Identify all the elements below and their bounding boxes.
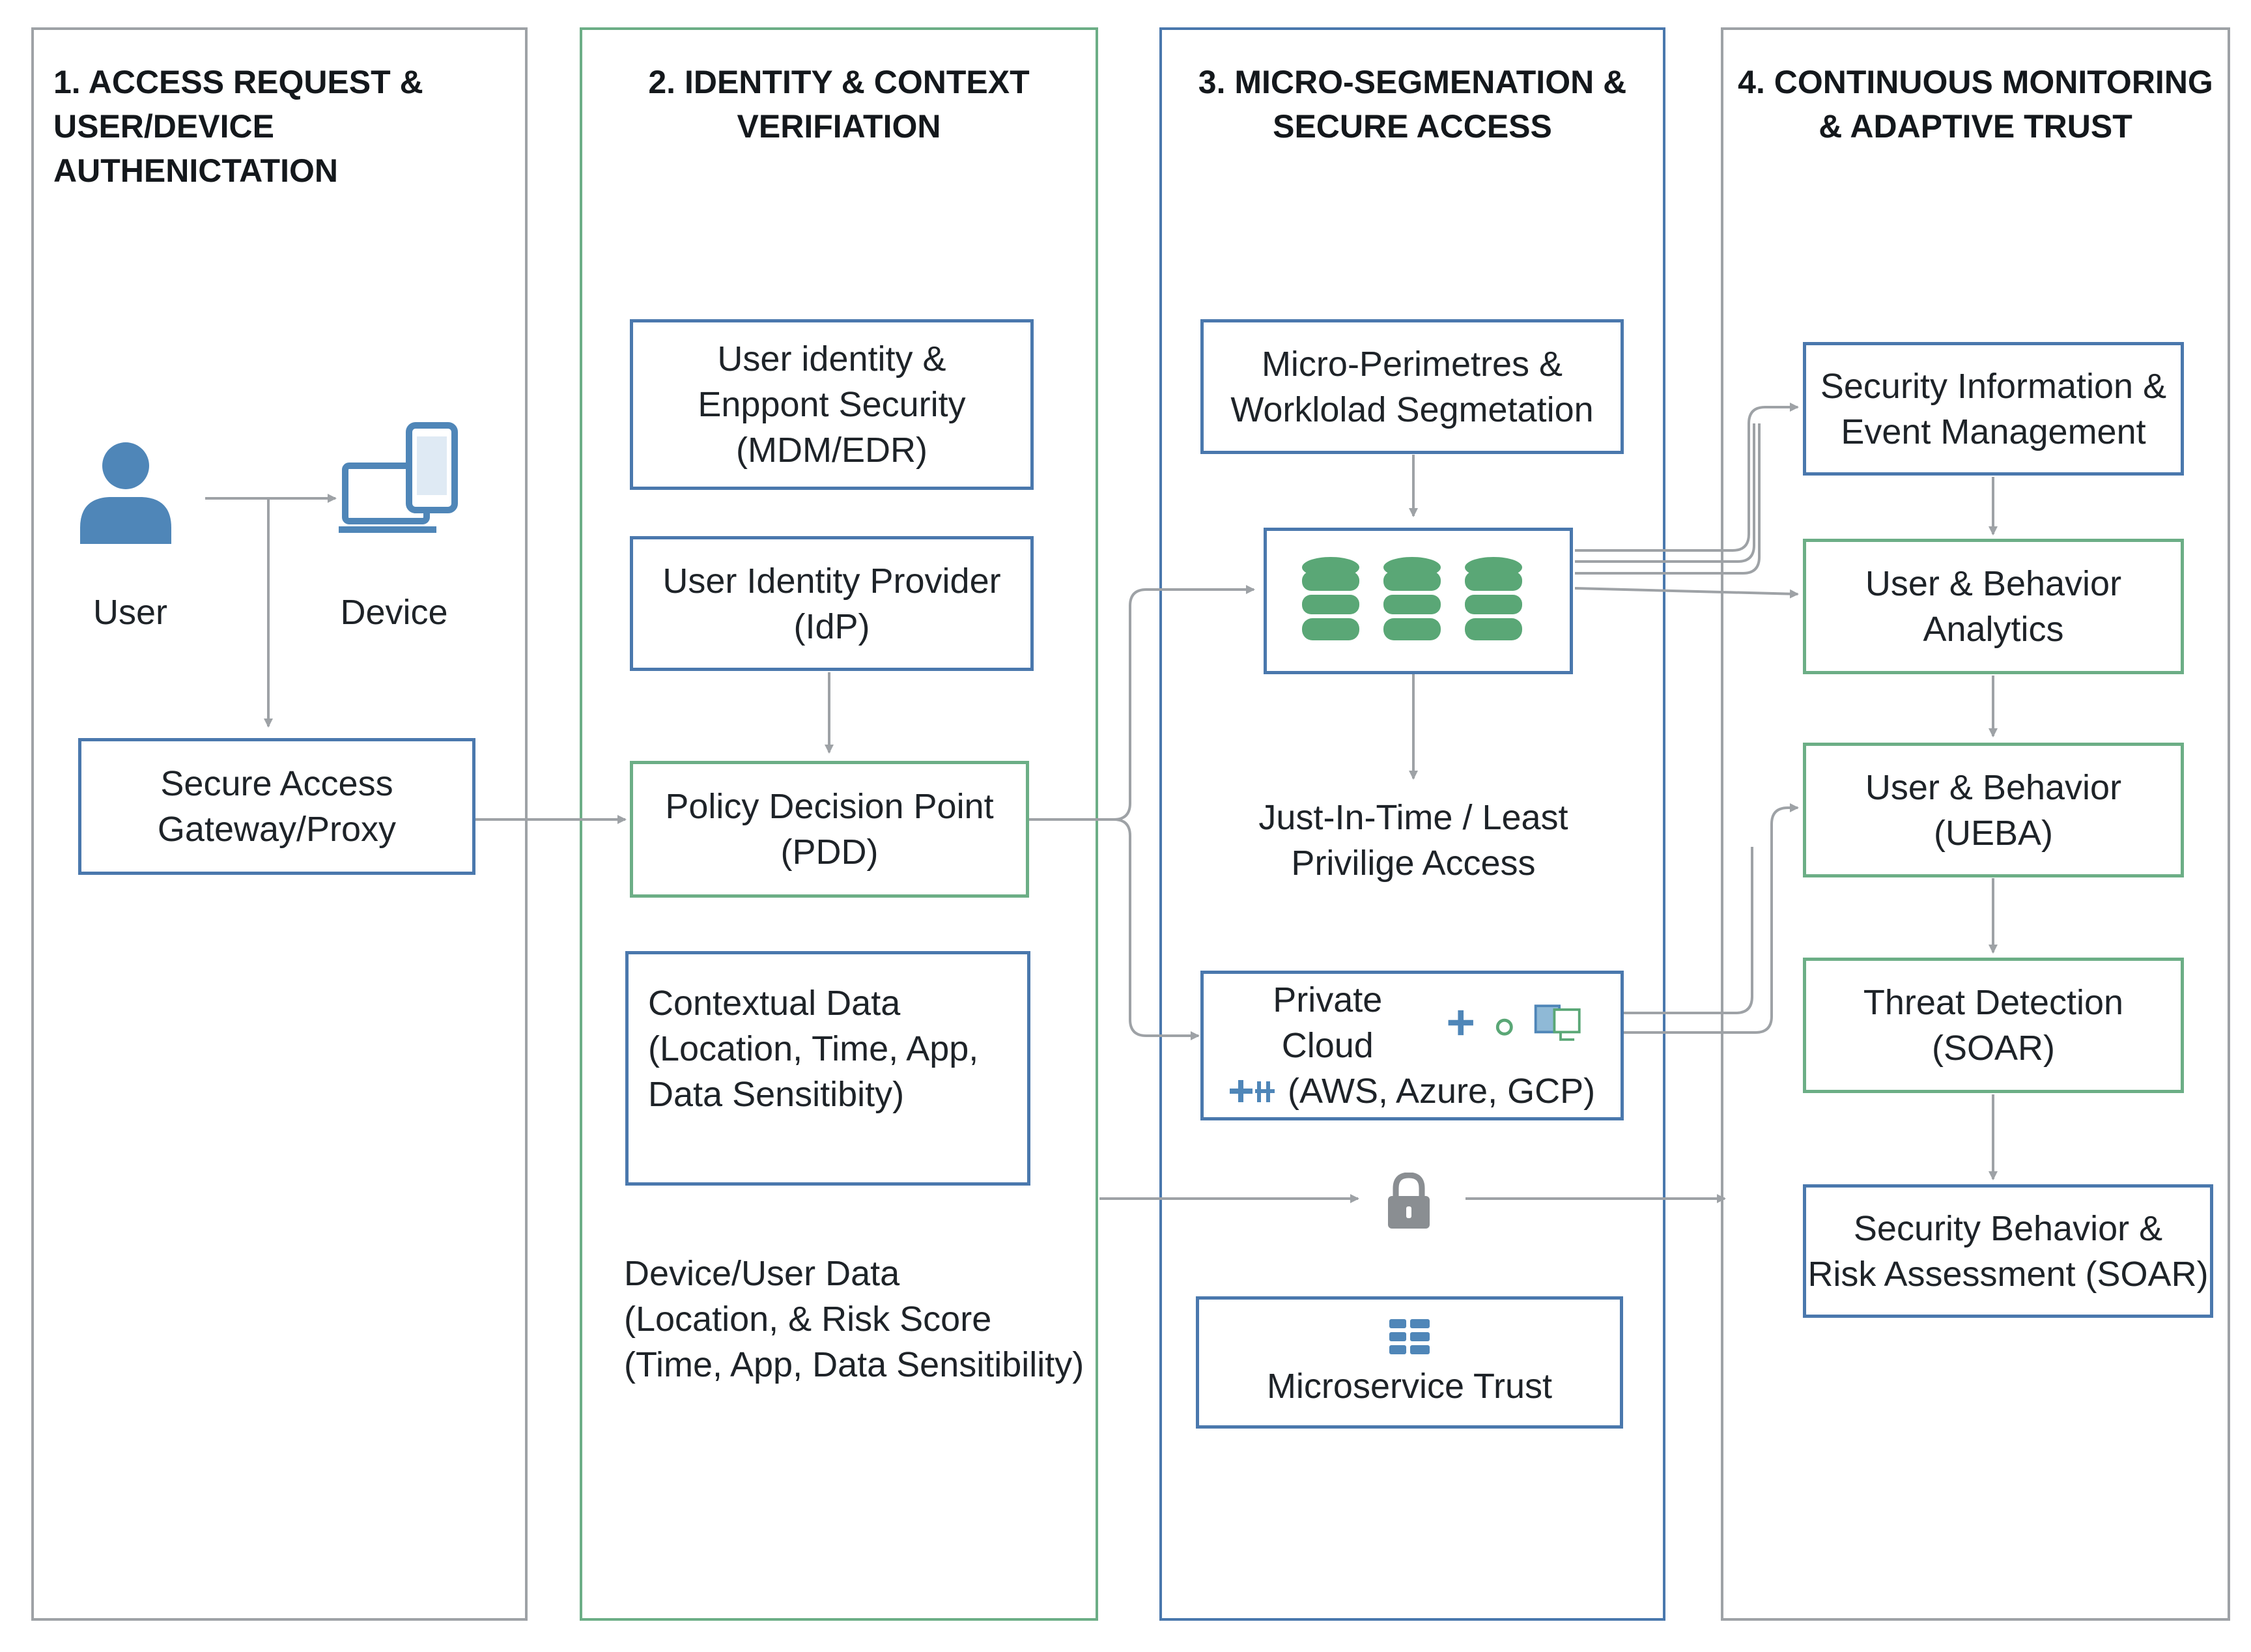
private-cloud-box: Private Cloud (AWS, Azure, GCP): [1200, 971, 1624, 1120]
policy-decision-point-box: Policy Decision Point (PDD): [630, 761, 1029, 898]
database-cluster-box: [1264, 528, 1573, 674]
secure-access-gateway-box: Secure Access Gateway/Proxy: [78, 738, 475, 875]
microservice-icon: [1389, 1318, 1430, 1354]
user-icon: [80, 442, 171, 544]
column-identity-verification: 2. IDENTITY & CONTEXT VERIFIATION: [580, 27, 1098, 1621]
column-title: 2. IDENTITY & CONTEXT VERIFIATION: [648, 64, 1030, 145]
column-title: 4. CONTINUOUS MONITORING & ADAPTIVE TRUS…: [1738, 64, 2213, 145]
risk-assessment-box: Security Behavior & Risk Assessment (SOA…: [1803, 1184, 2213, 1318]
column-title: 1. ACCESS REQUEST & USER/DEVICE AUTHENIC…: [53, 64, 423, 189]
private-cloud-providers: (AWS, Azure, GCP): [1288, 1072, 1596, 1111]
user-behavior-analytics-box: User & Behavior Analytics: [1803, 539, 2184, 674]
microservice-trust-box: Microservice Trust: [1196, 1296, 1623, 1429]
microservice-trust-label: Microservice Trust: [1266, 1366, 1553, 1406]
column-title: 3. MICRO-SEGMENATION & SECURE ACCESS: [1198, 64, 1627, 145]
private-cloud-label: Private Cloud: [1273, 980, 1383, 1065]
device-label: Device: [340, 593, 448, 632]
device-user-data-label: Device/User Data (Location, & Risk Score…: [624, 1254, 1084, 1384]
column-continuous-monitoring: 4. CONTINUOUS MONITORING & ADAPTIVE TRUS…: [1721, 27, 2230, 1621]
contextual-data-box: Contextual Data (Location, Time, App, Da…: [625, 951, 1030, 1186]
just-in-time-access-label: Just-In-Time / Least Privilige Access: [1258, 798, 1568, 883]
cloud-provider-icon: [1230, 1080, 1275, 1102]
threat-detection-box: Threat Detection (SOAR): [1803, 958, 2184, 1093]
user-label: User: [92, 593, 167, 632]
identity-provider-box: User Identity Provider (IdP): [630, 536, 1034, 671]
micro-perimetres-box: Micro-Perimetres & Worklolad Segmetation: [1200, 319, 1624, 454]
device-icon: [339, 422, 458, 533]
lock-icon: [1388, 1173, 1430, 1229]
column-access-request: 1. ACCESS REQUEST & USER/DEVICE AUTHENIC…: [31, 27, 528, 1621]
siem-box: Security Information & Event Management: [1803, 342, 2184, 476]
cloud-provider-icon: [1448, 1004, 1581, 1041]
ueba-box: User & Behavior (UEBA): [1803, 743, 2184, 877]
database-icon: [1301, 556, 1522, 640]
endpoint-security-box: User identity & Enppont Security (MDM/ED…: [630, 319, 1034, 490]
